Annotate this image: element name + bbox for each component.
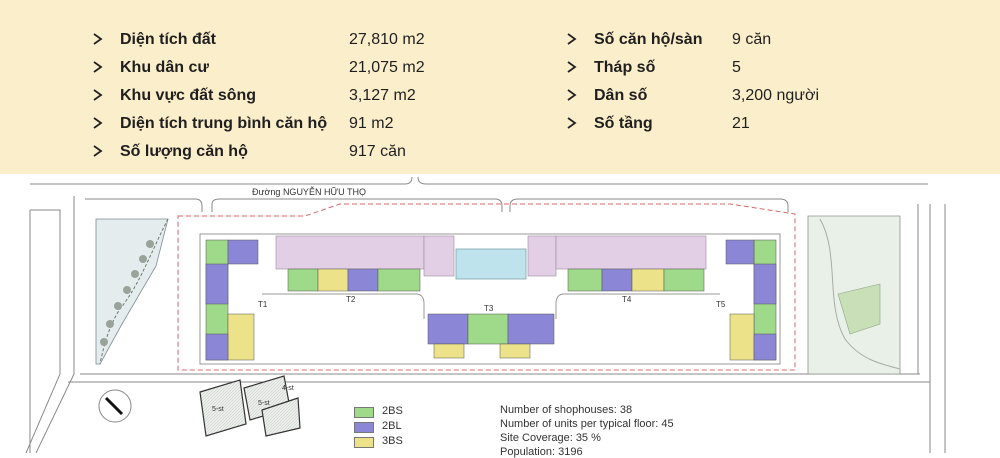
stat-row: Số căn hộ/sàn 9 căn — [566, 29, 886, 53]
stat-label: Diện tích đất — [120, 31, 217, 48]
legend-label: 2BS — [382, 405, 403, 417]
stat-value: 917 căn — [349, 143, 406, 160]
stat-label: Số căn hộ/sàn — [594, 31, 703, 48]
stat-row: Khu vực đất sông 3,127 m2 — [92, 85, 492, 109]
park-path — [819, 218, 901, 370]
stat-label: Diện tích trung bình căn hộ — [120, 115, 328, 132]
summary-shophouses: Number of shophouses: 38 — [500, 404, 633, 416]
legend-swatch-2bl — [354, 422, 374, 433]
arrow-bullet-icon — [567, 89, 577, 101]
pool — [455, 248, 527, 280]
stat-value: 3,200 người — [732, 87, 820, 104]
summary-units-per-floor: Number of units per typical floor: 45 — [500, 418, 674, 430]
tower-label-t4: T4 — [622, 295, 632, 304]
tower-t2 — [287, 268, 421, 292]
arrow-bullet-icon — [567, 117, 577, 129]
shophouse-strip — [275, 235, 707, 277]
stat-row: Tháp số 5 — [566, 57, 886, 81]
unit-type-legend: 2BS 2BL 3BS — [354, 405, 434, 450]
legend-swatch-2bs — [354, 407, 374, 418]
driveway — [262, 293, 720, 319]
road-label: Đường NGUYỄN HỮU THỌ — [252, 186, 366, 197]
tower-label-t3: T3 — [484, 304, 494, 313]
arrow-bullet-icon — [567, 33, 577, 45]
stat-label: Số tầng — [594, 115, 653, 132]
site-plan: Đường NGUYỄN HỮU THỌ T1 T2 T3 T4 T5 5-st… — [25, 176, 946, 453]
site-boundary — [177, 203, 796, 371]
stat-row: Khu dân cư 21,075 m2 — [92, 57, 492, 81]
villa-label: 4-st — [282, 385, 294, 392]
stat-value: 21,075 m2 — [349, 59, 425, 76]
road-network — [25, 176, 946, 453]
stat-value: 27,810 m2 — [349, 31, 425, 48]
legend-swatch-3bs — [354, 437, 374, 448]
roundabout — [98, 389, 132, 423]
stat-value: 91 m2 — [349, 115, 394, 132]
stat-row: Diện tích đất 27,810 m2 — [92, 29, 492, 53]
tower-label-t5: T5 — [716, 300, 726, 309]
tower-label-t1: T1 — [258, 300, 268, 309]
arrow-bullet-icon — [93, 89, 103, 101]
stat-label: Tháp số — [594, 59, 656, 76]
villa-lots — [199, 375, 301, 437]
stat-value: 9 căn — [732, 31, 772, 48]
arrow-bullet-icon — [567, 61, 577, 73]
stat-value: 3,127 m2 — [349, 87, 416, 104]
tower-t4 — [567, 268, 705, 292]
stat-row: Số tầng 21 — [566, 113, 886, 137]
summary-population: Population: 3196 — [500, 446, 583, 458]
arrow-bullet-icon — [93, 145, 103, 157]
tower-t1 — [205, 239, 259, 361]
river-trees — [100, 240, 154, 346]
stat-row: Dân số 3,200 người — [566, 85, 886, 109]
stat-value: 21 — [732, 115, 750, 132]
arrow-bullet-icon — [93, 117, 103, 129]
stat-row: Số lượng căn hộ 917 căn — [92, 141, 492, 165]
tower-t5 — [725, 239, 777, 361]
podium-outline — [199, 233, 781, 365]
legend-label: 3BS — [382, 435, 403, 447]
river-edge — [99, 218, 169, 365]
arrow-bullet-icon — [93, 61, 103, 73]
legend-label: 2BL — [382, 420, 402, 432]
stat-label: Số lượng căn hộ — [120, 143, 248, 160]
stat-label: Dân số — [594, 87, 648, 104]
stat-label: Khu dân cư — [120, 59, 209, 76]
project-stats-panel: Diện tích đất 27,810 m2 Khu dân cư 21,07… — [0, 0, 1000, 174]
villa-label: 5-st — [258, 400, 270, 407]
villa-label: 5-st — [212, 406, 224, 413]
tower-t3 — [427, 313, 555, 359]
summary-site-coverage: Site Coverage: 35 % — [500, 432, 601, 444]
stat-row: Diện tích trung bình căn hộ 91 m2 — [92, 113, 492, 137]
tower-label-t2: T2 — [346, 295, 356, 304]
stat-label: Khu vực đất sông — [120, 87, 257, 104]
park-lawn — [837, 283, 881, 335]
arrow-bullet-icon — [93, 33, 103, 45]
stat-value: 5 — [732, 59, 741, 76]
